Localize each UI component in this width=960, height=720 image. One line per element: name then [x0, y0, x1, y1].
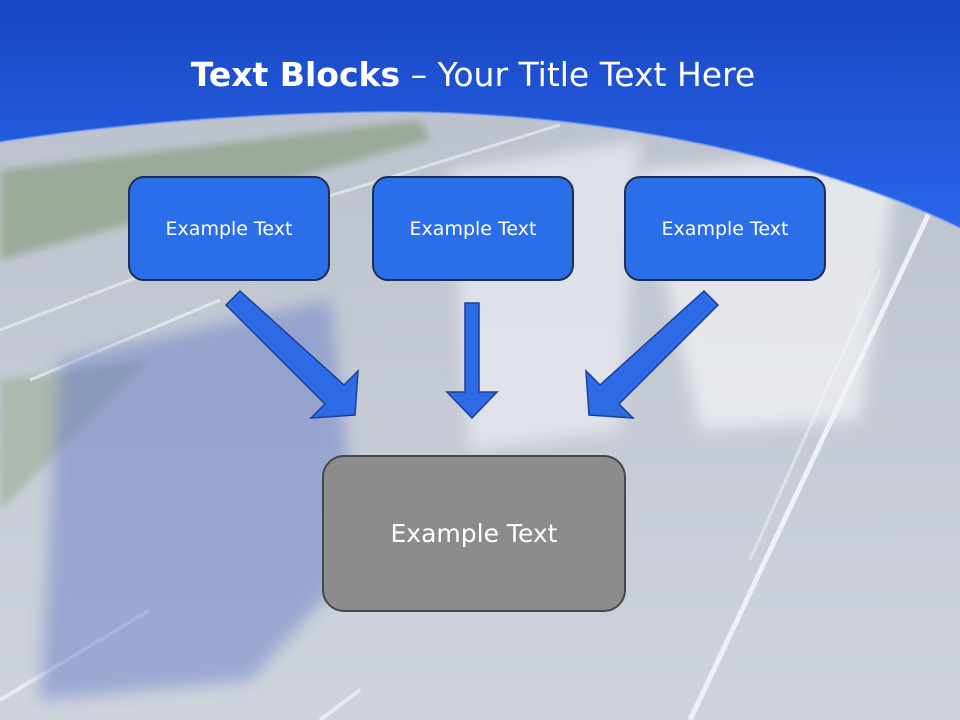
text-block-right-label: Example Text — [661, 217, 789, 240]
text-block-center[interactable]: Example Text — [372, 176, 574, 281]
title-dash: – — [400, 55, 438, 94]
text-block-right[interactable]: Example Text — [624, 176, 826, 281]
text-block-bottom[interactable]: Example Text — [322, 455, 626, 612]
slide-title: Text Blocks – Your Title Text Here — [0, 52, 946, 98]
text-block-left[interactable]: Example Text — [128, 176, 330, 281]
text-block-center-label: Example Text — [409, 217, 537, 240]
title-bold: Text Blocks — [190, 55, 401, 94]
title-rest: Your Title Text Here — [437, 55, 756, 94]
text-block-bottom-label: Example Text — [390, 519, 558, 548]
text-block-left-label: Example Text — [165, 217, 293, 240]
